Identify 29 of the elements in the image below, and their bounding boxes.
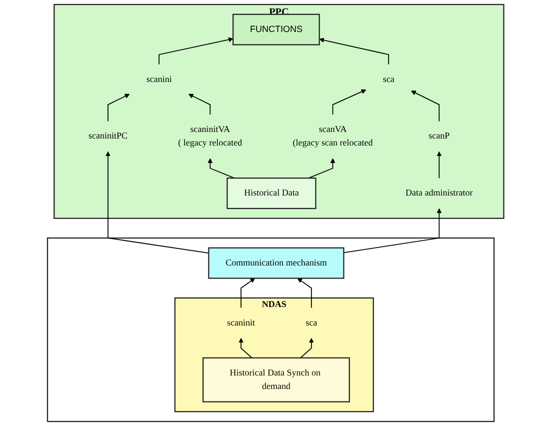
arrow — [238, 338, 252, 358]
node-text: Data administrator — [405, 188, 473, 198]
arrow — [410, 90, 440, 122]
node-text: sca — [382, 74, 394, 84]
node-text: scanVA (legacy scan relocated — [292, 124, 373, 148]
arrow — [107, 94, 130, 122]
node-text: scanP — [428, 131, 450, 141]
node-text: scanini — [146, 74, 172, 84]
node-box: Historical Data Synch on demand — [202, 357, 350, 402]
arrow — [300, 338, 314, 358]
node-text: scaninit — [226, 318, 255, 328]
arrow — [208, 158, 235, 179]
arrow — [319, 38, 389, 65]
node-box: Historical Data — [226, 178, 316, 210]
arrow — [436, 151, 442, 179]
arrow — [308, 158, 336, 179]
arrow — [105, 151, 210, 254]
cluster — [46, 237, 494, 422]
node-text: sca — [306, 318, 318, 328]
node-box: Communication mechanism — [208, 247, 344, 279]
node-text: scaninitVA ( legacy relocated — [178, 124, 242, 148]
arrow — [297, 278, 312, 308]
arrow — [343, 208, 442, 254]
arrow — [332, 89, 366, 115]
node-text: scaninitPC — [88, 131, 128, 141]
arrow — [158, 37, 234, 65]
node-box: FUNCTIONS — [232, 14, 320, 46]
arrow — [240, 278, 255, 308]
arrow — [188, 94, 210, 115]
